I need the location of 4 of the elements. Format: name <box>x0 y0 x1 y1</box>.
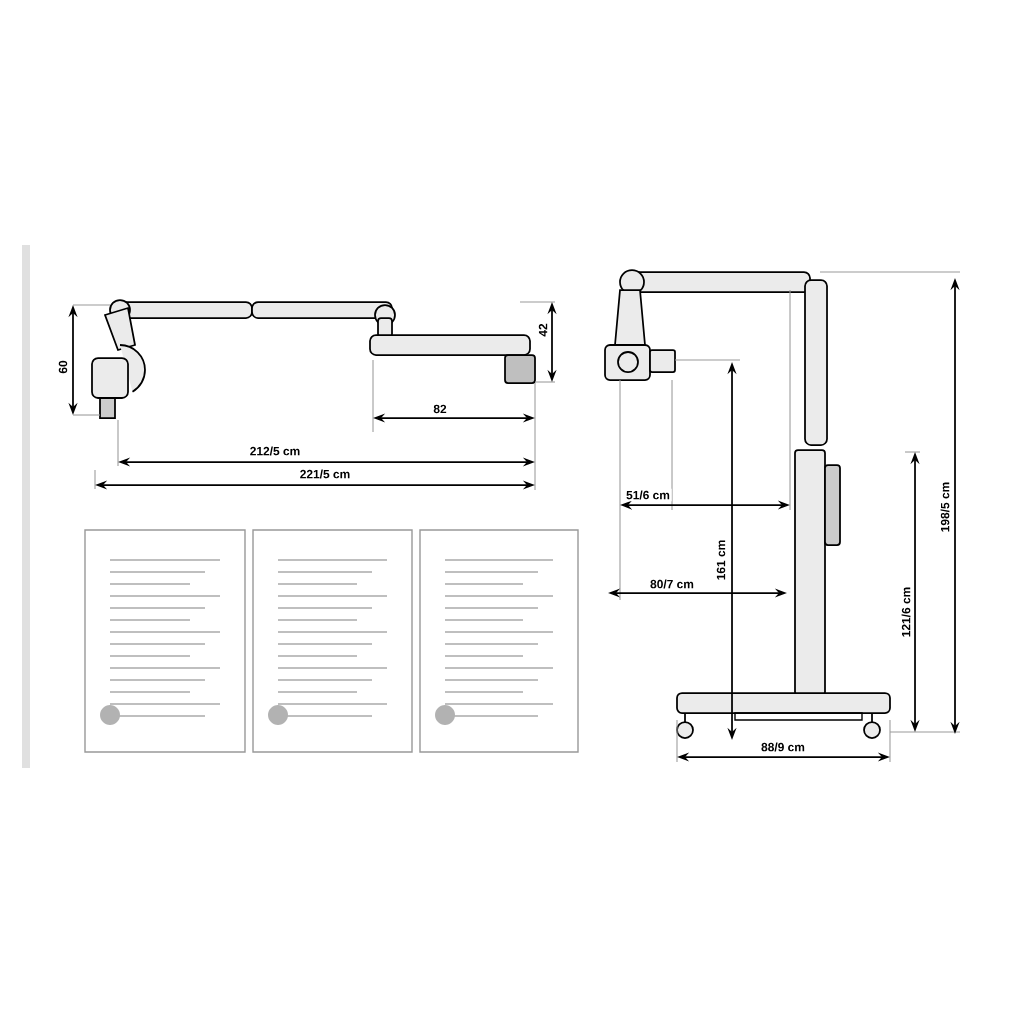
dimension-label: 82 <box>431 403 449 415</box>
dimension-label: 42 <box>537 321 549 339</box>
dimension-label: 161 cm <box>715 538 727 583</box>
dimension-label: 60 <box>57 358 69 376</box>
